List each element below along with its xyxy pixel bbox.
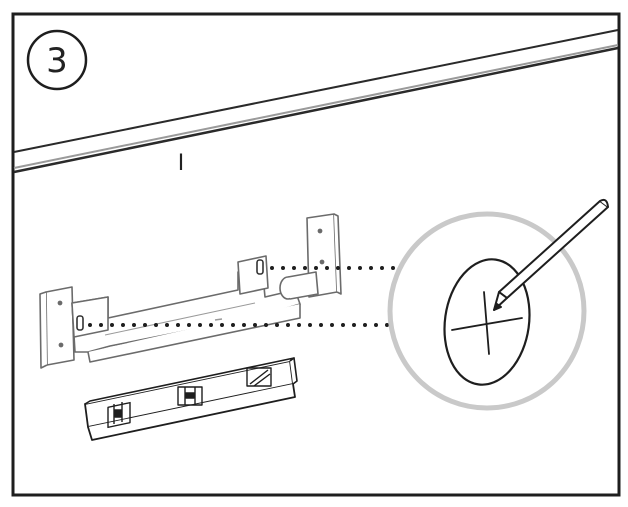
step-badge-circle bbox=[26, 29, 88, 91]
bracket-left-plate bbox=[45, 286, 75, 366]
spirit-level bbox=[84, 357, 298, 441]
pencil-cross-mark bbox=[451, 291, 523, 355]
bracket-left-plate-edge bbox=[39, 291, 48, 369]
bracket-boss-body bbox=[287, 271, 319, 300]
bracket-right-plate-edge bbox=[333, 213, 342, 295]
level-bottom-face bbox=[87, 383, 296, 441]
pencil-icon bbox=[493, 198, 609, 311]
level-vial-center bbox=[177, 386, 203, 406]
level-end bbox=[289, 357, 298, 385]
bracket-rail-fold bbox=[104, 302, 256, 336]
ceiling-edge bbox=[13, 29, 619, 174]
bracket-rail-lower-edge bbox=[87, 304, 301, 363]
bracket-mid-slot bbox=[256, 259, 264, 275]
wall-mount-bracket bbox=[39, 213, 342, 369]
bracket-left-slot bbox=[76, 315, 84, 331]
step-badge: 3 bbox=[26, 29, 88, 91]
wall-tick-mark: I bbox=[178, 151, 185, 176]
level-vial-angled bbox=[246, 367, 272, 387]
step-number: 3 bbox=[46, 41, 68, 81]
level-vial-left bbox=[107, 401, 131, 429]
guide-lines bbox=[88, 266, 395, 327]
